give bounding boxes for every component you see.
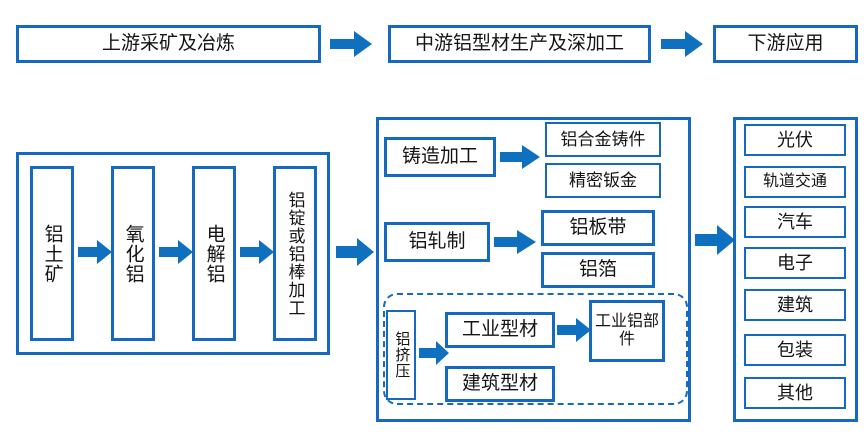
midstream-output-precision-sheet-metal-label: 精密钣金 <box>569 170 637 190</box>
right-arrow-icon <box>159 240 193 264</box>
downstream-application-construction[interactable]: 建筑 <box>744 289 846 321</box>
downstream-application-packaging[interactable]: 包装 <box>744 334 846 366</box>
midstream-process-rolling-label: 铝轧制 <box>408 231 466 253</box>
midstream-extrusion-subgroup <box>383 293 688 405</box>
stage-header-midstream-label: 中游铝型材生产及深加工 <box>414 33 624 55</box>
right-arrow-icon <box>419 341 449 365</box>
downstream-application-electronics-label: 电子 <box>777 252 813 273</box>
downstream-application-photovoltaic-label: 光伏 <box>777 129 813 150</box>
midstream-process-extrusion-label: 铝挤压 <box>393 331 410 379</box>
midstream-process-extrusion[interactable]: 铝挤压 <box>386 310 416 400</box>
right-arrow-icon <box>330 31 372 57</box>
stage-header-midstream[interactable]: 中游铝型材生产及深加工 <box>388 25 651 63</box>
upstream-step-alumina[interactable]: 氧化铝 <box>111 166 155 341</box>
right-arrow-icon <box>494 230 536 254</box>
downstream-application-construction-label: 建筑 <box>777 294 813 315</box>
downstream-application-rail-transit-label: 轨道交通 <box>762 173 827 191</box>
right-arrow-icon <box>240 240 274 264</box>
midstream-output-industrial-profile-label: 工业型材 <box>461 319 538 341</box>
upstream-step-alumina-label: 氧化铝 <box>122 223 144 284</box>
upstream-step-ingot-billet-processing-label: 铝锭或铝棒加工 <box>285 190 305 317</box>
downstream-application-automobile-label: 汽车 <box>777 211 813 232</box>
downstream-application-others-label: 其他 <box>777 382 813 403</box>
downstream-application-packaging-label: 包装 <box>777 339 813 360</box>
downstream-application-photovoltaic[interactable]: 光伏 <box>744 124 846 156</box>
upstream-step-ingot-billet-processing[interactable]: 铝锭或铝棒加工 <box>273 166 317 341</box>
midstream-process-rolling[interactable]: 铝轧制 <box>384 222 490 262</box>
midstream-output-aluminum-sheet-strip[interactable]: 铝板带 <box>541 210 655 246</box>
right-arrow-icon <box>557 318 591 342</box>
stage-header-downstream-label: 下游应用 <box>747 33 824 55</box>
upstream-step-electrolytic-aluminum[interactable]: 电解铝 <box>192 166 236 341</box>
downstream-application-rail-transit[interactable]: 轨道交通 <box>744 166 846 198</box>
midstream-output-industrial-aluminum-component-label: 工业铝部件 <box>594 313 659 348</box>
midstream-output-construction-profile[interactable]: 建筑型材 <box>445 366 555 402</box>
midstream-output-aluminum-foil-label: 铝箔 <box>578 259 617 281</box>
midstream-output-construction-profile-label: 建筑型材 <box>461 373 538 395</box>
midstream-process-casting-label: 铸造加工 <box>401 146 478 168</box>
right-arrow-icon <box>661 31 703 57</box>
midstream-output-industrial-aluminum-component[interactable]: 工业铝部件 <box>589 300 665 362</box>
midstream-output-aluminum-sheet-strip-label: 铝板带 <box>569 217 627 239</box>
stage-header-upstream[interactable]: 上游采矿及冶炼 <box>16 25 321 63</box>
upstream-step-bauxite-label: 铝土矿 <box>41 223 63 284</box>
midstream-output-precision-sheet-metal[interactable]: 精密钣金 <box>545 163 661 198</box>
midstream-output-aluminum-foil[interactable]: 铝箔 <box>541 252 655 288</box>
downstream-application-others[interactable]: 其他 <box>744 377 846 409</box>
right-arrow-icon <box>695 225 735 255</box>
stage-header-upstream-label: 上游采矿及冶炼 <box>101 33 235 55</box>
midstream-output-aluminum-alloy-casting[interactable]: 铝合金铸件 <box>545 122 661 157</box>
midstream-process-casting[interactable]: 铸造加工 <box>384 137 496 177</box>
downstream-application-automobile[interactable]: 汽车 <box>744 206 846 238</box>
stage-header-downstream[interactable]: 下游应用 <box>713 25 858 63</box>
downstream-application-electronics[interactable]: 电子 <box>744 247 846 279</box>
midstream-output-industrial-profile[interactable]: 工业型材 <box>445 312 555 348</box>
right-arrow-icon <box>78 240 112 264</box>
upstream-step-bauxite[interactable]: 铝土矿 <box>30 166 74 341</box>
right-arrow-icon <box>500 145 540 169</box>
upstream-step-electrolytic-aluminum-label: 电解铝 <box>203 223 225 284</box>
midstream-output-aluminum-alloy-casting-label: 铝合金铸件 <box>560 129 646 149</box>
right-arrow-icon <box>336 238 374 266</box>
